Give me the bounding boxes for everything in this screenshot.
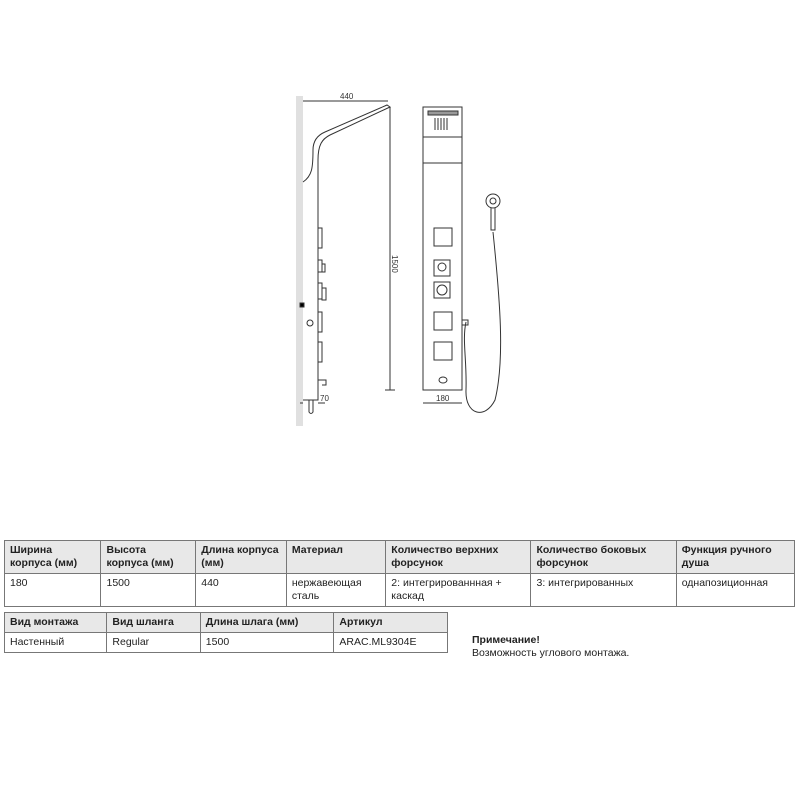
dim-height: 1500 [390, 255, 399, 273]
table-header-row: Ширина корпуса (мм) Высота корпуса (мм) … [3, 540, 796, 574]
front-view: 180 [422, 106, 502, 413]
header-mounting: Вид монтажа [3, 612, 108, 633]
note-text: Возможность углового монтажа. [472, 647, 630, 659]
header-hose-type: Вид шланга [106, 612, 201, 633]
cell-hose-type: Regular [106, 632, 201, 653]
technical-drawing: 440 1500 70 180 [296, 92, 502, 426]
note: Примечание! Возможность углового монтажа… [472, 634, 629, 660]
cell-width: 180 [3, 573, 102, 607]
header-height: Высота корпуса (мм) [100, 540, 197, 574]
specs-table-secondary: Вид монтажа Вид шланга Длина шлага (мм) … [3, 612, 448, 653]
table-row: Настенный Regular 1500 ARAC.ML9304E [3, 632, 448, 653]
cell-height: 1500 [100, 573, 197, 607]
table-row: 180 1500 440 нержавеющая сталь 2: интегр… [3, 573, 796, 607]
cell-material: нержавеющая сталь [285, 573, 387, 607]
header-length: Длина корпуса (мм) [195, 540, 287, 574]
header-hose-length: Длина шлага (мм) [199, 612, 335, 633]
header-material: Материал [285, 540, 387, 574]
header-article: Артикул [333, 612, 448, 633]
dim-front-width: 180 [436, 394, 450, 403]
dim-width-top: 440 [340, 92, 354, 101]
specs-table-main: Ширина корпуса (мм) Высота корпуса (мм) … [3, 540, 796, 607]
cell-side-jets: 3: интегрированных [530, 573, 677, 607]
cell-article: ARAC.ML9304E [333, 632, 448, 653]
table-header-row: Вид монтажа Вид шланга Длина шлага (мм) … [3, 612, 448, 633]
cell-top-jets: 2: интегрированнная + каскад [385, 573, 532, 607]
cell-length: 440 [195, 573, 287, 607]
side-view: 440 1500 70 [296, 92, 399, 426]
header-width: Ширина корпуса (мм) [3, 540, 102, 574]
dim-depth: 70 [320, 394, 329, 403]
header-side-jets: Количество боковых форсунок [530, 540, 677, 574]
note-title: Примечание! [472, 634, 540, 646]
cell-hand-shower: однапозиционная [675, 573, 796, 607]
header-hand-shower: Функция ручного душа [675, 540, 796, 574]
cell-hose-length: 1500 [199, 632, 335, 653]
header-top-jets: Количество верхних форсунок [385, 540, 532, 574]
cell-mounting: Настенный [3, 632, 108, 653]
